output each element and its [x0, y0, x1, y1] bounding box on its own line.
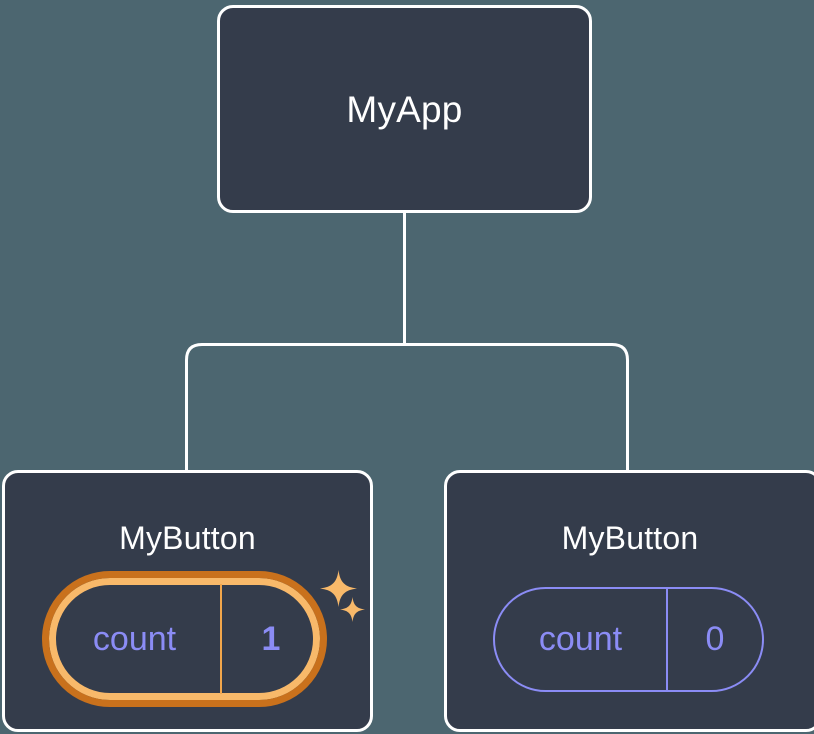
state-pill-right-divider [666, 589, 668, 690]
state-pill-left-divider [220, 584, 222, 694]
connector-bus-children [185, 343, 629, 470]
state-pill-right-key: count [538, 620, 623, 658]
sparkle-icon [320, 570, 357, 607]
node-mybutton-right[interactable]: MyButton [444, 470, 814, 732]
node-mybutton-right-label: MyButton [561, 520, 699, 556]
state-pill-count-right[interactable]: count 0 [493, 587, 764, 692]
sparkle-icon-small [340, 597, 365, 622]
state-pill-left-value: 1 [261, 619, 281, 658]
state-pill-left-key: count [92, 619, 177, 658]
state-pill-right-value: 0 [705, 620, 725, 658]
node-mybutton-left-label: MyButton [119, 520, 256, 556]
state-pill-count-left[interactable]: count 1 [42, 571, 327, 707]
node-myapp[interactable]: MyApp [217, 5, 592, 213]
node-myapp-label: MyApp [346, 89, 463, 130]
